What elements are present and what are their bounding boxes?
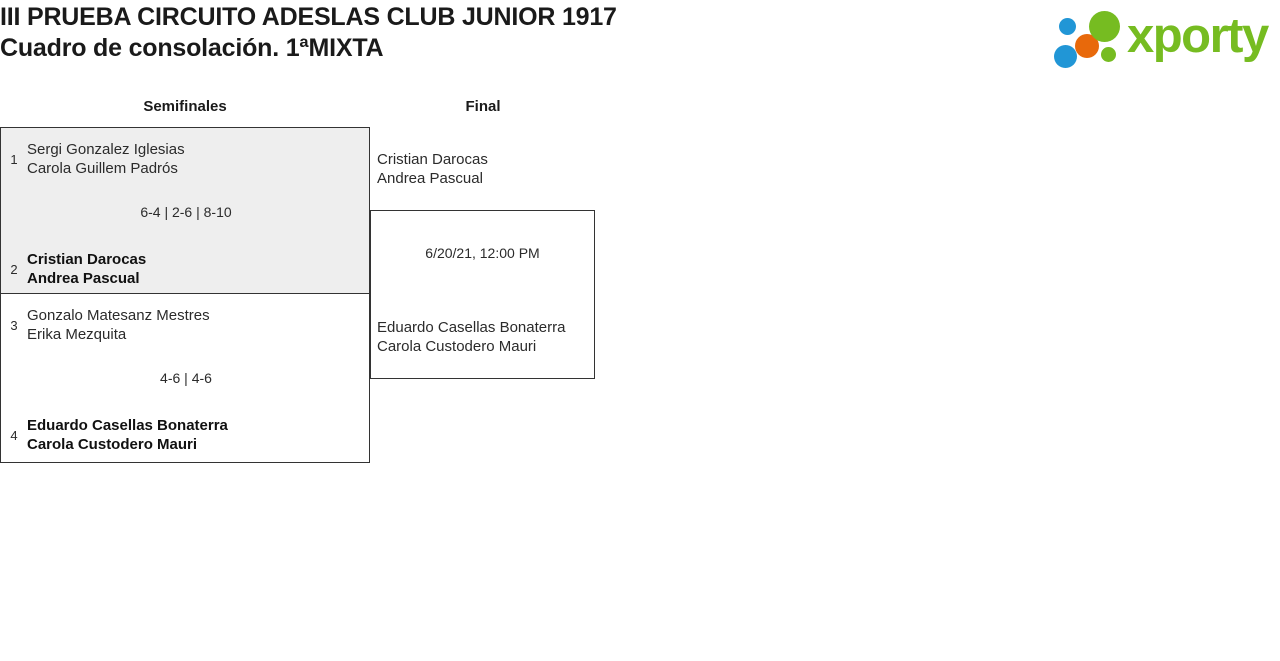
player-name: Cristian Darocas — [377, 151, 488, 168]
seed-number: 3 — [10, 317, 18, 333]
team-players-winner: Cristian Darocas Andrea Pascual — [27, 250, 146, 288]
page-header: III PRUEBA CIRCUITO ADESLAS CLUB JUNIOR … — [0, 0, 1280, 78]
team-row[interactable]: 4 Eduardo Casellas Bonaterra Carola Cust… — [1, 416, 371, 454]
player-name: Carola Custodero Mauri — [27, 436, 198, 453]
round-header-semifinals: Semifinales — [143, 98, 227, 115]
logo-dot-green-small-icon — [1101, 47, 1116, 62]
team-players: Gonzalo Matesanz Mestres Erika Mezquita — [27, 306, 210, 344]
final-schedule-datetime: 6/20/21, 12:00 PM — [425, 245, 540, 261]
seed-number: 1 — [10, 151, 18, 167]
seed-number: 4 — [10, 427, 18, 443]
logo-dot-blue-large-icon — [1054, 45, 1077, 68]
tournament-title: III PRUEBA CIRCUITO ADESLAS CLUB JUNIOR … — [0, 3, 617, 31]
match-final[interactable] — [370, 210, 595, 379]
player-name: Eduardo Casellas Bonaterra — [377, 319, 566, 336]
player-name: Carola Guillem Padrós — [27, 160, 178, 177]
player-name: Andrea Pascual — [27, 270, 140, 287]
player-name: Andrea Pascual — [377, 170, 483, 187]
team-row[interactable]: 1 Sergi Gonzalez Iglesias Carola Guillem… — [1, 140, 371, 178]
xporty-logo[interactable]: xporty — [1045, 6, 1273, 68]
match-semifinal-1[interactable]: 1 Sergi Gonzalez Iglesias Carola Guillem… — [0, 127, 370, 294]
match-score: 4-6 | 4-6 — [160, 370, 212, 386]
match-score: 6-4 | 2-6 | 8-10 — [140, 204, 232, 220]
logo-dots-icon — [1053, 9, 1129, 68]
team-row[interactable]: 3 Gonzalo Matesanz Mestres Erika Mezquit… — [1, 306, 371, 344]
final-team-top[interactable]: Cristian Darocas Andrea Pascual — [377, 150, 488, 188]
player-name: Gonzalo Matesanz Mestres — [27, 307, 210, 324]
tournament-subtitle: Cuadro de consolación. 1ªMIXTA — [0, 34, 384, 62]
team-row[interactable]: 2 Cristian Darocas Andrea Pascual — [1, 250, 371, 288]
team-players: Sergi Gonzalez Iglesias Carola Guillem P… — [27, 140, 185, 178]
logo-dot-blue-small-icon — [1059, 18, 1076, 35]
player-name: Carola Custodero Mauri — [377, 338, 537, 355]
round-header-final: Final — [465, 98, 501, 115]
logo-wordmark: xporty — [1127, 9, 1269, 63]
player-name: Eduardo Casellas Bonaterra — [27, 417, 228, 434]
final-team-bottom[interactable]: Eduardo Casellas Bonaterra Carola Custod… — [377, 318, 565, 356]
team-players-winner: Eduardo Casellas Bonaterra Carola Custod… — [27, 416, 228, 454]
logo-dot-green-large-icon — [1089, 11, 1120, 42]
player-name: Erika Mezquita — [27, 326, 127, 343]
seed-number: 2 — [10, 261, 18, 277]
match-semifinal-2[interactable]: 3 Gonzalo Matesanz Mestres Erika Mezquit… — [0, 293, 370, 463]
player-name: Sergi Gonzalez Iglesias — [27, 141, 185, 158]
tournament-title-block: III PRUEBA CIRCUITO ADESLAS CLUB JUNIOR … — [0, 2, 1000, 64]
player-name: Cristian Darocas — [27, 251, 147, 268]
